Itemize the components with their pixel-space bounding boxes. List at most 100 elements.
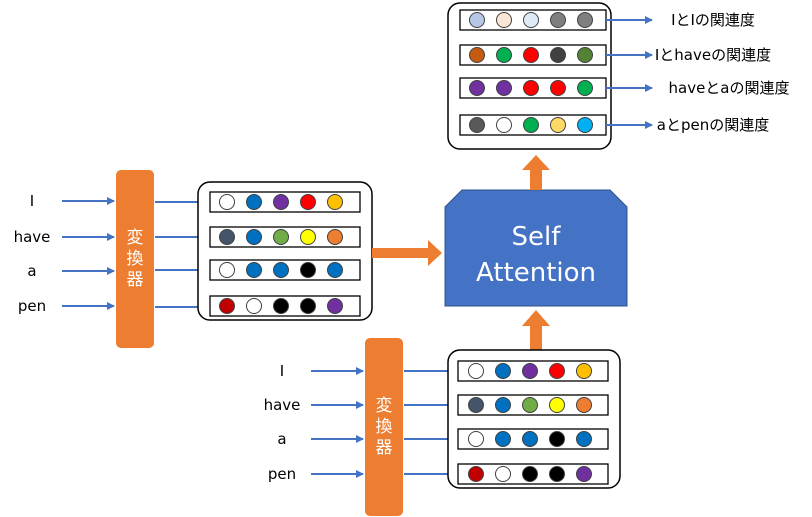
bottom-embedding-row-3	[457, 428, 609, 450]
left-converter-char-3: 器	[127, 270, 144, 290]
left-embedding-row-1-dot-5	[327, 194, 343, 210]
bottom-embedding-row-2	[457, 394, 609, 416]
left-embedding-row-4	[209, 295, 361, 317]
bottom-converter-char-3: 器	[376, 438, 393, 458]
left-embedding-row-2-dot-3	[273, 229, 289, 245]
orange-arrow-to-self-attention	[372, 240, 442, 266]
left-embedding-row-3-dot-4	[300, 262, 316, 278]
output-row-4-dot-4	[550, 117, 566, 133]
output-row-1-dot-3	[523, 12, 539, 28]
bottom-embedding-row-4-dot-4	[549, 466, 565, 482]
output-row-4-dot-3	[523, 117, 539, 133]
bottom-embedding-row-4-dot-2	[495, 466, 511, 482]
left-embedding-row-2-dot-2	[246, 229, 262, 245]
bottom-embedding-row-2-dot-3	[522, 397, 538, 413]
left-converter-box	[116, 170, 154, 348]
output-row-4-dot-5	[577, 117, 593, 133]
output-row-3-dot-2	[496, 80, 512, 96]
bottom-input-token-4: pen	[268, 465, 296, 483]
output-row-label-1: IとIの関連度	[671, 11, 755, 29]
bottom-embedding-row-3-dot-2	[495, 431, 511, 447]
bottom-input-token-1: I	[280, 362, 284, 380]
bottom-embedding-row-2-dot-1	[468, 397, 484, 413]
output-row-2	[459, 44, 607, 66]
bottom-embedding-row-2-dot-5	[576, 397, 592, 413]
left-embedding-row-2-dot-4	[300, 229, 316, 245]
bottom-converter-char-2: 換	[376, 417, 393, 437]
output-row-3-dot-1	[469, 80, 485, 96]
output-row-1	[459, 9, 607, 31]
bottom-embedding-row-1-dot-3	[522, 363, 538, 379]
output-row-2-dot-4	[550, 47, 566, 63]
output-row-label-3: haveとaの関連度	[669, 79, 790, 97]
left-converter-char-2: 換	[127, 249, 144, 269]
output-row-4-dot-1	[469, 117, 485, 133]
bottom-converter-box	[365, 338, 403, 516]
output-row-2-dot-3	[523, 47, 539, 63]
left-input-token-3: a	[27, 262, 36, 280]
left-embedding-row-1-dot-3	[273, 194, 289, 210]
output-row-3-dot-5	[577, 80, 593, 96]
self-attention-line-1: Self	[512, 222, 562, 252]
bottom-embedding-row-1	[457, 360, 609, 382]
orange-arrow-to-output	[522, 155, 550, 190]
bottom-embedding-row-1-dot-1	[468, 363, 484, 379]
self-attention-line-2: Attention	[476, 258, 596, 288]
left-embedding-row-2-dot-1	[219, 229, 235, 245]
bottom-embedding-row-4-dot-5	[576, 466, 592, 482]
output-group: IとIの関連度 Iとhaveの関連度 haveとaの関連度 aとpenの関連度	[447, 2, 790, 150]
left-embedding-row-3-dot-1	[219, 262, 235, 278]
left-embedding-row-3	[209, 259, 361, 281]
output-panel	[447, 2, 612, 150]
output-row-4	[459, 114, 607, 136]
bottom-embedding-row-1-dot-2	[495, 363, 511, 379]
bottom-input-token-3: a	[277, 430, 286, 448]
bottom-embedding-row-1-dot-4	[549, 363, 565, 379]
left-converter-char-1: 変	[127, 228, 144, 248]
left-embedding-row-3-dot-3	[273, 262, 289, 278]
left-embedding-row-4-dot-3	[273, 298, 289, 314]
orange-arrow-from-bottom-panel	[522, 310, 550, 352]
bottom-embedding-row-2-dot-4	[549, 397, 565, 413]
output-row-1-dot-4	[550, 12, 566, 28]
left-embedding-row-4-dot-4	[300, 298, 316, 314]
output-row-3-dot-3	[523, 80, 539, 96]
left-input-token-2: have	[14, 228, 51, 246]
output-row-3	[459, 77, 607, 99]
bottom-converter-char-1: 変	[376, 396, 393, 416]
output-row-1-dot-1	[469, 12, 485, 28]
bottom-embedding-row-3-dot-3	[522, 431, 538, 447]
left-embedding-row-1-dot-1	[219, 194, 235, 210]
left-input-token-4: pen	[18, 297, 46, 315]
output-row-3-dot-4	[550, 80, 566, 96]
left-embedding-row-2-dot-5	[327, 229, 343, 245]
bottom-embedding-row-2-dot-2	[495, 397, 511, 413]
self-attention-block	[444, 189, 628, 307]
left-embedding-row-1-dot-2	[246, 194, 262, 210]
output-row-1-dot-5	[577, 12, 593, 28]
output-row-2-dot-5	[577, 47, 593, 63]
bottom-embedding-row-3-dot-5	[576, 431, 592, 447]
left-input-token-1: I	[30, 192, 34, 210]
bottom-embedding-row-4-dot-1	[468, 466, 484, 482]
left-embedding-row-4-dot-1	[219, 298, 235, 314]
bottom-embedding-row-3-dot-1	[468, 431, 484, 447]
left-embedding-row-3-dot-5	[327, 262, 343, 278]
output-row-4-dot-2	[496, 117, 512, 133]
bottom-embedding-row-3-dot-4	[549, 431, 565, 447]
output-row-label-4: aとpenの関連度	[657, 116, 769, 134]
output-row-label-2: Iとhaveの関連度	[655, 46, 771, 64]
left-embedding-row-1-dot-4	[300, 194, 316, 210]
left-embedding-row-1	[209, 191, 361, 213]
bottom-embedding-row-4-dot-3	[522, 466, 538, 482]
bottom-embedding-panel	[447, 349, 621, 489]
left-embedding-row-4-dot-5	[327, 298, 343, 314]
bottom-embedding-row-4	[457, 463, 609, 485]
output-row-2-dot-1	[469, 47, 485, 63]
left-embedding-row-2	[209, 226, 361, 248]
bottom-input-token-2: have	[264, 396, 301, 414]
output-row-2-dot-2	[496, 47, 512, 63]
